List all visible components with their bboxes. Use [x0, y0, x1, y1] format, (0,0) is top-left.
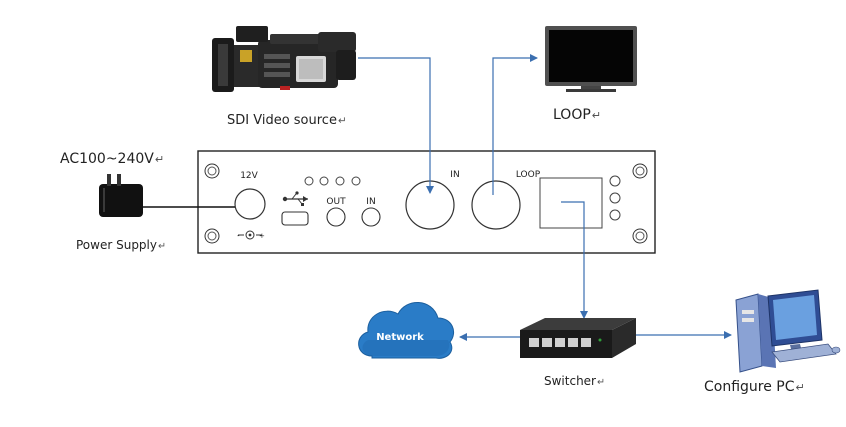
ethernet-cable: [561, 201, 588, 319]
ac-input-label: AC100~240V↵: [60, 151, 165, 167]
status-led: [609, 192, 621, 204]
sdi-input-cable: [358, 57, 434, 194]
usb-port: [281, 211, 309, 226]
network-label: Network: [376, 332, 424, 343]
status-led: [335, 176, 345, 186]
desktop-pc-icon: [735, 289, 841, 373]
status-led: [319, 176, 329, 186]
dc-in-label: 12V: [240, 171, 258, 181]
monitor-icon: [545, 26, 637, 92]
network-switch-icon: [520, 318, 636, 358]
sdi-loop-port: [471, 180, 521, 230]
mounting-screw: [204, 228, 220, 244]
power-adapter-icon: [99, 174, 143, 217]
device-panel: 12V - +: [197, 150, 656, 254]
sdi-source-label: SDI Video source↵: [227, 113, 347, 128]
mounting-screw: [632, 228, 648, 244]
sdi-in-label: IN: [450, 170, 459, 180]
loop-output-cable: [492, 54, 538, 195]
svg-text:-: -: [237, 232, 240, 240]
audio-in-port: [361, 207, 381, 227]
configure-pc-label: Configure PC↵: [704, 379, 805, 395]
audio-out-port: [326, 207, 346, 227]
audio-in-label: IN: [366, 197, 375, 207]
status-led: [609, 175, 621, 187]
ethernet-port: [539, 177, 603, 229]
status-led: [351, 176, 361, 186]
audio-out-label: OUT: [326, 197, 346, 207]
svg-text:+: +: [259, 232, 265, 240]
dc-power-jack: [234, 188, 266, 220]
dc-polarity-icon: - +: [237, 230, 265, 240]
usb-icon: [282, 191, 308, 206]
cloud-icon: [358, 302, 454, 359]
status-led: [304, 176, 314, 186]
power-supply-label: Power Supply↵: [76, 238, 167, 252]
loop-monitor-label: LOOP↵: [553, 107, 602, 123]
mounting-screw: [204, 163, 220, 179]
switcher-label: Switcher↵: [544, 374, 606, 388]
ethernet-label: LOOP: [516, 170, 541, 180]
camcorder-icon: [212, 26, 356, 92]
mounting-screw: [632, 163, 648, 179]
status-led: [609, 209, 621, 221]
